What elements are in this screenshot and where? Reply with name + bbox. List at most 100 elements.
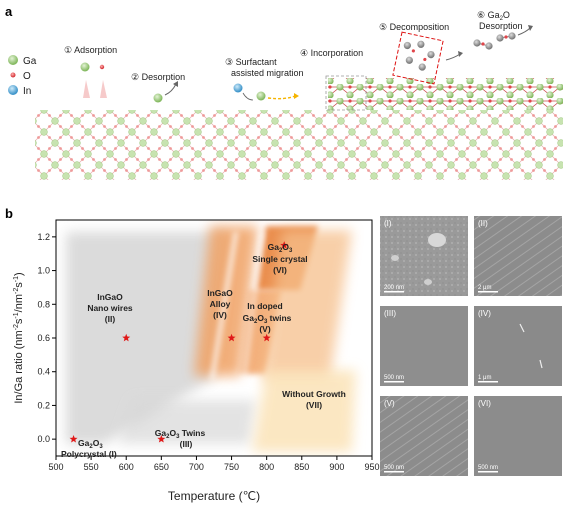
data-point-star [122,333,131,342]
decomposition-frame [392,31,444,85]
x-tick-label: 950 [364,462,379,472]
scale-bar [478,291,498,293]
x-tick-label: 700 [189,462,204,472]
x-tick-label: 500 [48,462,63,472]
scale-bar [384,471,404,473]
divider [242,231,264,381]
y-tick-label: 0.4 [37,367,50,377]
sem-label: (V) [384,399,395,408]
panel-a: a Ga O In ① Adsorption ② Desorption ③ Su… [5,4,563,180]
sem-image-bg [474,216,562,296]
sem-scale-text: 500 nm [384,465,404,471]
sem-label: (II) [478,219,488,228]
y-tick-label: 1.2 [37,232,50,242]
sem-scale-text: 2 μm [478,285,491,291]
data-point-star [157,434,166,443]
legend-o-label: O [23,71,31,82]
data-points [69,241,289,443]
x-tick-label: 550 [84,462,99,472]
ga2o-o-atom [504,35,508,39]
arrowhead-icon [458,51,463,57]
substrate-lattice [35,110,563,180]
step-migration: assisted migration [231,68,304,78]
atom-legend: Ga O In [8,55,37,97]
sem-image-6: (VI) 500 nm [474,396,562,476]
nano-l3: (II) [105,314,116,324]
panel-letter-a: a [5,4,13,19]
scale-bar [478,381,498,383]
adsorb-arrow-icon [83,80,90,98]
in-surfactant-atom [233,83,243,93]
scale-bar [384,291,404,293]
sem-scale-text: 200 nm [384,285,404,291]
y-tick-label: 1.0 [37,266,50,276]
x-tick-label: 850 [294,462,309,472]
decomposing-atom [427,51,435,59]
nano-l1: InGaO [97,292,123,302]
sem-label: (VI) [478,399,491,408]
indoped-l1: In doped [247,301,282,311]
legend-in-label: In [23,86,31,97]
step-desorption-word: Desorption [479,21,523,31]
single-l3: (VI) [273,265,287,275]
x-tick-label: 900 [329,462,344,472]
region-orange-wide [262,230,352,380]
scale-bar [384,381,404,383]
step-ga2o-desorption: ⑥ Ga2O [477,10,510,22]
adsorb-arrow-icon [100,80,107,98]
region-label-single: Ga2O3 Single crystal (VI) [252,242,307,275]
migration-arrow-icon [267,95,296,100]
sem-image-bg [474,306,562,386]
migrating-ga-atom [256,91,266,101]
data-point-star [280,241,289,249]
decomposing-atom [405,56,413,64]
ga2o-atom [508,32,516,40]
sem-label: (III) [384,309,396,318]
o-atom-icon [10,72,16,78]
desorbing-ga-atom [153,93,163,103]
sem-image-bg [380,306,468,386]
scale-bar [478,471,498,473]
single-l2: Single crystal [252,254,307,264]
step-desorption: ② Desorption [131,72,185,82]
region-nanowires [66,232,228,444]
without-l1: Without Growth [282,389,346,399]
step-incorporation: ④ Incorporation [300,48,363,58]
without-l2: (VII) [306,400,322,410]
incorporated-layer [328,78,563,110]
region-without-growth [252,370,356,452]
step-surfactant: ③ Surfactant [225,57,277,67]
alloy-l1: InGaO [207,288,233,298]
nano-l2: Nano wires [87,303,133,313]
y-tick-label: 0.6 [37,333,50,343]
alloy-l2: Alloy [210,299,231,309]
x-tick-label: 650 [154,462,169,472]
step-adsorption: ① Adsorption [64,45,117,55]
sem-particle [391,255,399,261]
sem-label: (I) [384,219,392,228]
arrowhead-icon [173,81,178,87]
sem-image-1: (I) 200 nm [380,216,468,296]
curve-arrow-icon [242,92,254,101]
ga2o-molecule [473,39,493,50]
twins-formula: Ga2O3 Twins [155,428,206,440]
sem-image-3: (III) 500 nm [380,306,468,386]
region-label-twins: Ga2O3 Twins (III) [155,428,206,449]
y-axis-label: In/Ga ratio (nm-2s-1/nm-2s-1) [13,272,25,403]
sem-scale-text: 500 nm [384,375,404,381]
divider [209,231,239,381]
x-tick-label: 800 [259,462,274,472]
in-atom-icon [8,85,18,95]
y-tick-label: 0.0 [37,434,50,444]
region-label-nanowires: InGaO Nano wires (II) [87,292,133,324]
x-tick-label: 600 [119,462,134,472]
sem-label: (IV) [478,309,491,318]
alloy-l3: (IV) [213,310,227,320]
ga-atom-icon [8,55,18,65]
sem-image-2: (II) 2 μm [474,216,562,296]
data-point-star [227,333,236,342]
region-label-indoped: In doped Ga2O3 twins (V) [243,301,292,334]
x-tick-label: 750 [224,462,239,472]
